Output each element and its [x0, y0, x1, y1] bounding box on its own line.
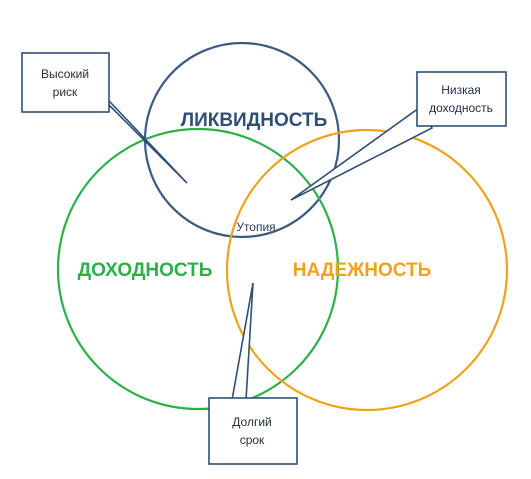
reliability-circle	[225, 128, 509, 412]
callout-high-risk-line1: Высокий	[41, 67, 89, 81]
callout-low-yield-line1: Низкая	[441, 83, 481, 97]
callout-long-term-line1: Долгий	[232, 415, 271, 429]
callout-low-yield-box	[416, 71, 507, 127]
callout-high-risk-line2: риск	[53, 85, 78, 99]
callout-long-term-pointer	[231, 282, 254, 401]
callout-high-risk: Высокий риск	[21, 52, 188, 184]
callout-long-term-line2: срок	[240, 433, 265, 447]
utopia-label: Утопия	[236, 220, 275, 234]
callout-low-yield: Низкая доходность	[290, 71, 507, 201]
reliability-label: НАДЕЖНОСТЬ	[293, 260, 432, 281]
profitability-label: ДОХОДНОСТЬ	[78, 260, 213, 281]
liquidity-label: ЛИКВИДНОСТЬ	[181, 110, 328, 131]
callout-low-yield-line2: доходность	[429, 101, 493, 115]
profitability-circle	[56, 127, 340, 411]
callout-long-term: Долгий срок	[208, 282, 298, 465]
callout-high-risk-box	[21, 52, 110, 113]
callout-long-term-box	[208, 397, 298, 465]
